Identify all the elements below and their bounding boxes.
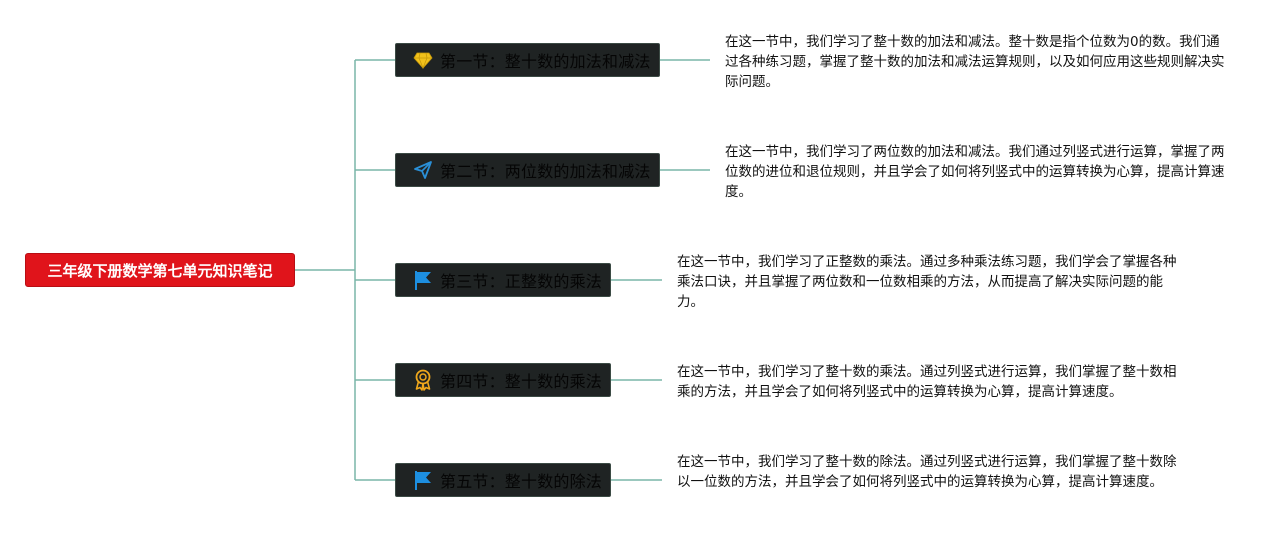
topic-note: 在这一节中，我们学习了整十数的加法和减法。整十数是指个位数为0的数。我们通过各种… bbox=[725, 34, 1225, 90]
topic-2[interactable]: 第二节：两位数的加法和减法 bbox=[395, 153, 660, 187]
topic-3[interactable]: 第三节：正整数的乘法 bbox=[395, 263, 611, 297]
award-icon bbox=[412, 369, 434, 391]
topic-note: 在这一节中，我们学习了两位数的加法和减法。我们通过列竖式进行运算，掌握了两位数的… bbox=[725, 144, 1225, 200]
topic-label: 第二节：两位数的加法和减法 bbox=[440, 162, 651, 181]
root-topic[interactable]: 三年级下册数学第七单元知识笔记 bbox=[25, 253, 295, 287]
topic-label: 第三节：正整数的乘法 bbox=[440, 272, 603, 291]
paper-plane-icon bbox=[412, 159, 434, 181]
topic-5[interactable]: 第五节：整十数的除法 bbox=[395, 463, 611, 497]
topic-label: 第一节：整十数的加法和减法 bbox=[440, 52, 651, 71]
topic-1[interactable]: 第一节：整十数的加法和减法 bbox=[395, 43, 660, 77]
topic-label: 第四节：整十数的乘法 bbox=[440, 372, 603, 391]
topic-note: 在这一节中，我们学习了整十数的乘法。通过列竖式进行运算，我们掌握了整十数相乘的方… bbox=[677, 364, 1177, 400]
flag-icon bbox=[412, 469, 434, 491]
diamond-icon bbox=[412, 49, 434, 71]
topic-4[interactable]: 第四节：整十数的乘法 bbox=[395, 363, 611, 397]
root-title: 三年级下册数学第七单元知识笔记 bbox=[47, 261, 273, 280]
flag-icon bbox=[412, 269, 434, 291]
topic-label: 第五节：整十数的除法 bbox=[440, 472, 603, 491]
topic-note: 在这一节中，我们学习了正整数的乘法。通过多种乘法练习题，我们学会了掌握各种乘法口… bbox=[677, 254, 1177, 310]
topic-note: 在这一节中，我们学习了整十数的除法。通过列竖式进行运算，我们掌握了整十数除以一位… bbox=[677, 454, 1177, 490]
